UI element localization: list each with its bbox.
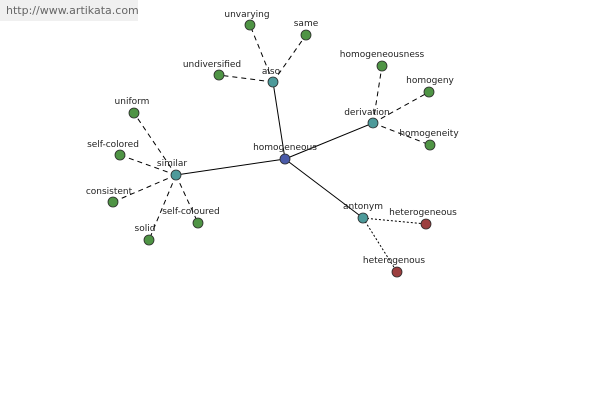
edge-similar-consistent (112, 174, 177, 203)
edge-homogeneous-similar (175, 158, 286, 176)
node-label-same[interactable]: same (294, 19, 319, 29)
node-label-homogeneous[interactable]: homogeneous (253, 143, 317, 153)
labels-layer: homogeneous also derivation similar antonym u… (86, 10, 460, 266)
edge-also-unvarying (249, 24, 274, 83)
node-label-solid[interactable]: solid (135, 224, 156, 234)
edge-derivation-homogeneousness (372, 65, 383, 124)
node-solid[interactable] (143, 234, 155, 246)
node-undiversified[interactable] (213, 69, 225, 81)
edge-similar-solid (148, 174, 177, 241)
site-url-link[interactable]: http://www.artikata.com (6, 4, 139, 17)
node-same[interactable] (300, 29, 312, 41)
node-also[interactable] (267, 76, 279, 88)
node-label-derivation[interactable]: derivation (344, 108, 390, 118)
edge-also-same (272, 34, 307, 83)
node-label-unvarying[interactable]: unvarying (224, 10, 269, 20)
edge-also-undiversified (218, 74, 274, 83)
edge-antonym-heterogenous (362, 217, 398, 273)
edge-derivation-homogeneity (372, 122, 431, 146)
edges-layer (112, 24, 431, 273)
node-homogeny[interactable] (423, 86, 435, 98)
node-label-undiversified[interactable]: undiversified (183, 60, 241, 70)
node-consistent[interactable] (107, 196, 119, 208)
edge-similar-uniform (133, 112, 177, 176)
site-banner: http://www.artikata.com (0, 0, 139, 21)
edge-homogeneous-derivation (284, 122, 374, 160)
node-similar[interactable] (170, 169, 182, 181)
node-unvarying[interactable] (244, 19, 256, 31)
edge-homogeneous-antonym (284, 158, 364, 219)
edge-homogeneous-also (272, 81, 286, 160)
node-self-colored[interactable] (114, 149, 126, 161)
node-label-heterogeneous[interactable]: heterogeneous (389, 208, 457, 218)
node-label-homogeneousness[interactable]: homogeneousness (340, 50, 425, 60)
edge-antonym-heterogeneous (362, 217, 427, 225)
node-label-consistent[interactable]: consistent (86, 187, 133, 197)
node-derivation[interactable] (367, 117, 379, 129)
edge-derivation-homogeny (372, 91, 430, 124)
node-label-homogeny[interactable]: homogeny (406, 76, 454, 86)
node-label-uniform[interactable]: uniform (115, 97, 150, 107)
node-antonym[interactable] (357, 212, 369, 224)
node-homogeneousness[interactable] (376, 60, 388, 72)
node-uniform[interactable] (128, 107, 140, 119)
node-heterogeneous[interactable] (420, 218, 432, 230)
node-homogeneous[interactable] (279, 153, 291, 165)
node-label-similar[interactable]: similar (157, 159, 187, 169)
nodes-layer (107, 19, 436, 278)
edge-similar-self-colored (119, 154, 177, 176)
node-self-coloured[interactable] (192, 217, 204, 229)
node-label-self-colored[interactable]: self-colored (87, 140, 139, 150)
node-homogeneity[interactable] (424, 139, 436, 151)
node-label-self-coloured[interactable]: self-coloured (162, 207, 220, 217)
node-label-antonym[interactable]: antonym (343, 202, 383, 212)
node-label-homogeneity[interactable]: homogeneity (399, 129, 459, 139)
node-label-also[interactable]: also (262, 67, 281, 77)
node-label-heterogenous[interactable]: heterogenous (363, 256, 425, 266)
node-heterogenous[interactable] (391, 266, 403, 278)
